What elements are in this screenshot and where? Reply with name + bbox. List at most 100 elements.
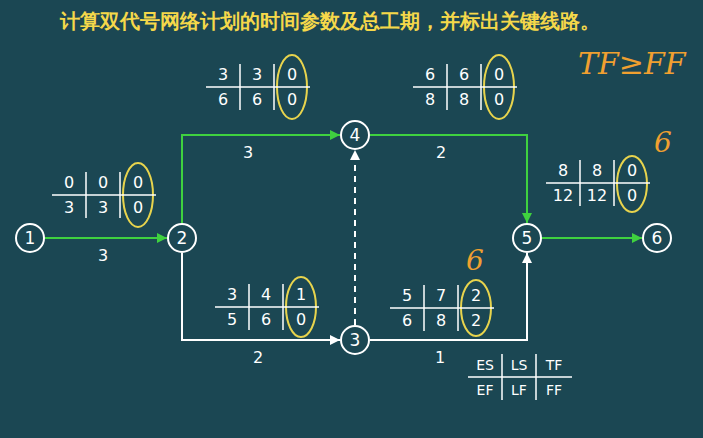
circle-shape bbox=[643, 224, 671, 252]
parameter-value: 0 bbox=[287, 90, 297, 109]
parameter-value: 7 bbox=[436, 286, 446, 305]
parameter-value: 3 bbox=[64, 198, 74, 217]
parameter-value: 0 bbox=[296, 310, 306, 329]
time-parameter-table: 0 0 0 3 3 0 bbox=[52, 170, 156, 220]
event-circle: 1 bbox=[15, 223, 45, 253]
parameter-value: 4 bbox=[261, 285, 271, 304]
grid-line bbox=[546, 182, 650, 184]
legend-cell: ES bbox=[476, 357, 494, 373]
parameter-value: 3 bbox=[252, 65, 262, 84]
title: 计算双代号网络计划的时间参数及总工期，并标出关键线路。 bbox=[60, 8, 600, 35]
parameter-value: 0 bbox=[64, 173, 74, 192]
circle-shape bbox=[341, 326, 369, 354]
duration-label: 3 bbox=[243, 143, 253, 162]
node-number: 6 bbox=[642, 223, 672, 253]
circle-shape bbox=[341, 121, 369, 149]
duration-label: 2 bbox=[436, 143, 446, 162]
event-circle: 2 bbox=[167, 223, 197, 253]
circle-shape bbox=[168, 224, 196, 252]
activity-arrow bbox=[182, 135, 340, 223]
grid-line bbox=[119, 172, 121, 218]
legend-cell: LF bbox=[511, 382, 527, 398]
legend-table: ES LS TF EF LF FF bbox=[468, 352, 572, 402]
circle-shape bbox=[16, 224, 44, 252]
grid-line bbox=[413, 86, 517, 88]
parameter-value: 8 bbox=[425, 90, 435, 109]
parameter-value: 2 bbox=[471, 311, 481, 330]
grid-line bbox=[579, 160, 581, 206]
activity-arrow bbox=[370, 135, 527, 223]
grid-line bbox=[446, 64, 448, 110]
parameter-value: 8 bbox=[592, 161, 602, 180]
duration-label: 1 bbox=[435, 348, 445, 367]
dummy-arrow bbox=[354, 150, 356, 325]
parameter-value: 3 bbox=[218, 65, 228, 84]
grid-line bbox=[248, 284, 250, 330]
parameter-value: 6 bbox=[459, 65, 469, 84]
parameter-value: 3 bbox=[227, 285, 237, 304]
parameter-value: 0 bbox=[133, 198, 143, 217]
grid-line bbox=[423, 285, 425, 331]
activity-arrow bbox=[370, 253, 527, 340]
parameter-value: 12 bbox=[587, 186, 607, 205]
handwritten-note: 6 bbox=[466, 244, 484, 277]
parameter-value: 8 bbox=[459, 90, 469, 109]
legend-cell: FF bbox=[546, 382, 562, 398]
parameter-value: 2 bbox=[471, 286, 481, 305]
grid-line bbox=[457, 285, 459, 331]
time-parameter-table: 5 7 2 6 8 2 bbox=[390, 283, 494, 333]
parameter-value: 6 bbox=[252, 90, 262, 109]
legend-cell: TF bbox=[546, 357, 563, 373]
activity-arrow bbox=[45, 237, 167, 239]
time-parameter-table: 3 3 0 6 6 0 bbox=[206, 62, 310, 112]
activity-arrow bbox=[182, 253, 340, 340]
parameter-value: 0 bbox=[98, 173, 108, 192]
grid-line bbox=[390, 307, 494, 309]
grid-line bbox=[468, 376, 572, 378]
node-number: 4 bbox=[340, 120, 370, 150]
grid-line bbox=[52, 194, 156, 196]
parameter-value: 5 bbox=[227, 310, 237, 329]
parameter-value: 6 bbox=[218, 90, 228, 109]
node-number: 5 bbox=[512, 223, 542, 253]
parameter-value: 0 bbox=[287, 65, 297, 84]
parameter-value: 3 bbox=[98, 198, 108, 217]
hand-circle bbox=[617, 156, 647, 212]
grid-line bbox=[282, 284, 284, 330]
duration-label: 2 bbox=[253, 348, 263, 367]
parameter-value: 8 bbox=[558, 161, 568, 180]
parameter-value: 0 bbox=[494, 90, 504, 109]
grid-line bbox=[535, 354, 537, 400]
parameter-value: 6 bbox=[402, 311, 412, 330]
parameter-value: 0 bbox=[627, 186, 637, 205]
time-parameter-table: 8 8 0 12 12 0 bbox=[546, 158, 650, 208]
handwritten-note: TF≥FF bbox=[578, 46, 686, 81]
parameter-value: 8 bbox=[436, 311, 446, 330]
event-circle: 5 bbox=[512, 223, 542, 253]
parameter-value: 12 bbox=[553, 186, 573, 205]
parameter-value: 0 bbox=[494, 65, 504, 84]
duration-label: 3 bbox=[98, 246, 108, 265]
legend-cell: LS bbox=[511, 357, 528, 373]
node-number: 2 bbox=[167, 223, 197, 253]
grid-line bbox=[206, 86, 310, 88]
event-circle: 3 bbox=[340, 325, 370, 355]
legend-cell: EF bbox=[477, 382, 494, 398]
time-parameter-table: 3 4 1 5 6 0 bbox=[215, 282, 319, 332]
time-parameter-table: 6 6 0 8 8 0 bbox=[413, 62, 517, 112]
node-number: 3 bbox=[340, 325, 370, 355]
parameter-value: 0 bbox=[627, 161, 637, 180]
grid-line bbox=[215, 306, 319, 308]
grid-line bbox=[501, 354, 503, 400]
parameter-value: 5 bbox=[402, 286, 412, 305]
grid-line bbox=[273, 64, 275, 110]
parameter-value: 6 bbox=[425, 65, 435, 84]
node-number: 1 bbox=[15, 223, 45, 253]
parameter-value: 6 bbox=[261, 310, 271, 329]
parameter-value: 0 bbox=[133, 173, 143, 192]
event-circle: 6 bbox=[642, 223, 672, 253]
parameter-value: 1 bbox=[296, 285, 306, 304]
grid-line bbox=[85, 172, 87, 218]
activity-arrow bbox=[542, 237, 642, 239]
